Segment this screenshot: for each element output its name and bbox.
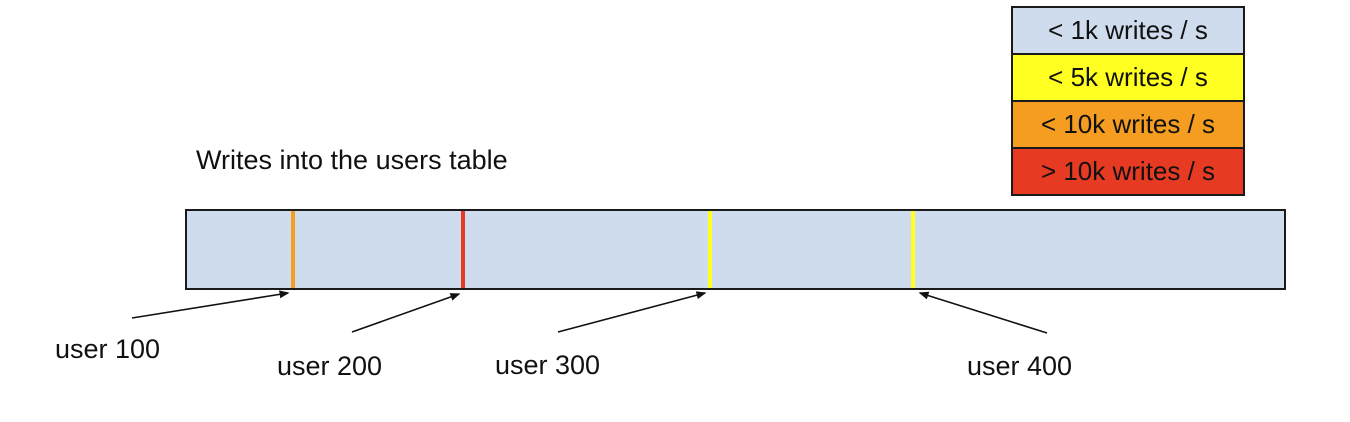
label-user-200: user 200 [277,351,383,381]
arrow-user-100 [131,290,290,319]
tick-user-200 [461,211,465,288]
users-table-hash-range-bar [185,209,1286,290]
arrow-user-300 [557,291,707,333]
tick-user-300 [708,211,712,288]
legend-item-lt-5k: < 5k writes / s [1013,55,1243,102]
tick-user-400 [911,211,915,288]
legend-item-lt-10k: < 10k writes / s [1013,102,1243,149]
legend-item-label: < 1k writes / s [1048,15,1208,45]
label-user-100: user 100 [55,334,161,364]
label-user-400: user 400 [967,351,1073,381]
diagram-title: Writes into the users table [196,145,508,175]
arrow-user-400 [918,291,1048,334]
legend-item-gt-10k: > 10k writes / s [1013,149,1243,194]
legend-item-label: < 10k writes / s [1040,109,1216,139]
legend: < 1k writes / s < 5k writes / s < 10k wr… [1011,6,1245,196]
tick-user-100 [291,211,295,288]
arrow-user-200 [351,293,461,333]
legend-item-label: > 10k writes / s [1040,156,1216,186]
legend-item-label: < 5k writes / s [1048,62,1208,92]
label-user-300: user 300 [495,350,601,380]
legend-item-lt-1k: < 1k writes / s [1013,8,1243,55]
